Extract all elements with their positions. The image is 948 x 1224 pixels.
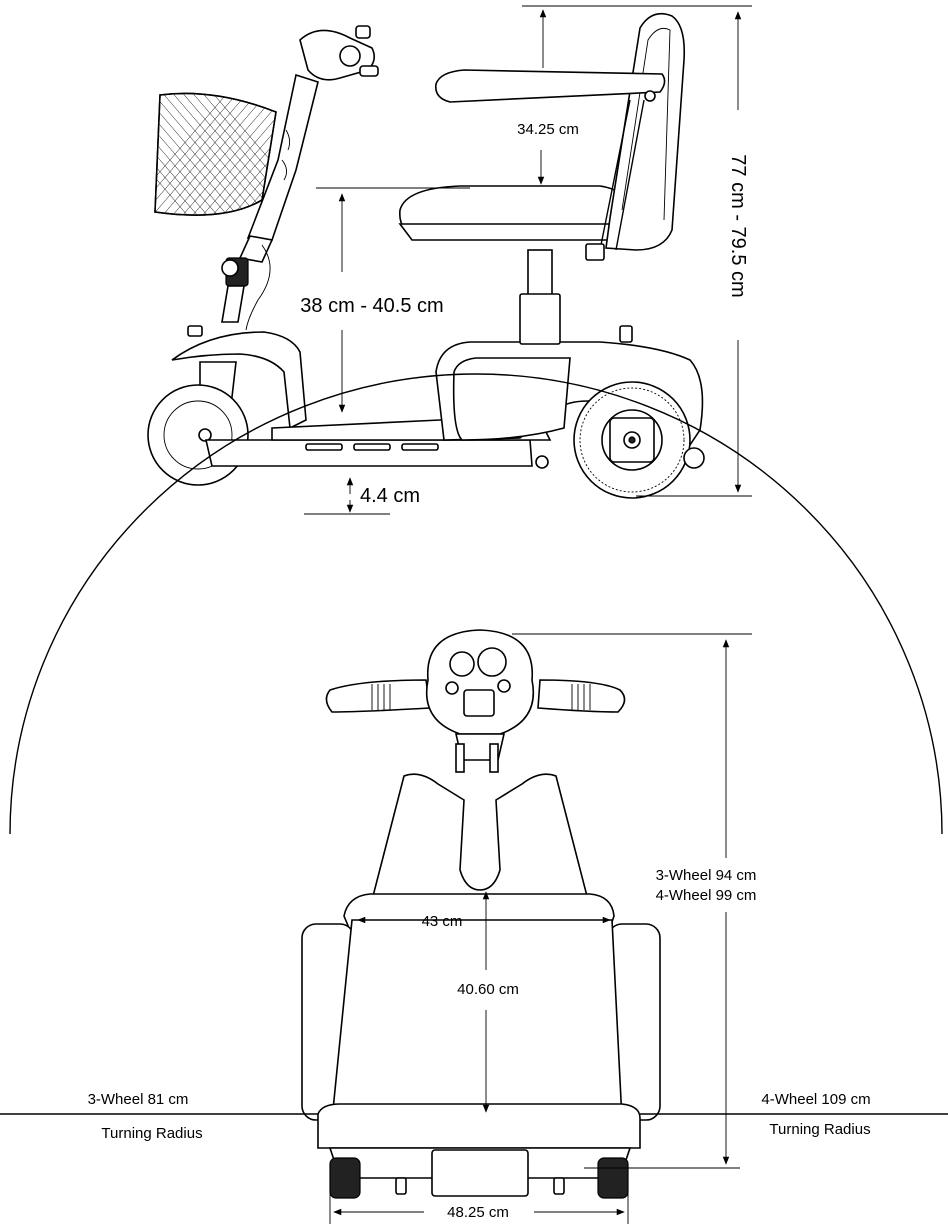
turning-radius-arc [9,373,943,835]
battery-box [452,357,571,441]
seat-back-height-label: 34.25 cm [517,121,579,138]
side-view-scooter [147,12,705,499]
turning-radius-right-caption: Turning Radius [769,1121,870,1138]
front-wheel-icon [147,384,249,486]
left-rear-wheel [329,1157,361,1199]
front-shroud [171,331,307,430]
seat-width-label: 43 cm [422,913,463,930]
anti-tip-wheel [683,447,705,469]
tiller-icon [187,25,379,337]
seat-front [317,1103,641,1149]
turning-radius-3-wheel-label: 3-Wheel 81 cm [88,1091,189,1108]
seat-depth-label: 40.60 cm [457,981,519,998]
right-handlebar [537,679,626,713]
seat-height-label: 38 cm - 40.5 cm [300,295,443,317]
turning-radius-4-wheel-label: 4-Wheel 109 cm [761,1091,870,1108]
armrest [434,69,666,103]
top-dimensions [0,633,948,1224]
right-rear-wheel [597,1157,629,1199]
basket-icon [154,92,277,216]
rear-wheel-icon [573,381,691,499]
side-dimensions [304,5,752,515]
top-view-scooter [9,373,943,1199]
overall-width-label: 48.25 cm [447,1204,509,1221]
overall-height-label: 77 cm - 79.5 cm [727,154,749,297]
length-3-wheel-label: 3-Wheel 94 cm [656,867,757,884]
seat-top [331,919,623,1121]
control-panel-icon [426,629,534,735]
front-shroud-top [370,773,590,901]
ground-clearance-label: 4.4 cm [360,485,420,507]
turning-radius-left-caption: Turning Radius [101,1125,202,1142]
length-4-wheel-label: 4-Wheel 99 cm [656,887,757,904]
seat-back [605,12,686,251]
